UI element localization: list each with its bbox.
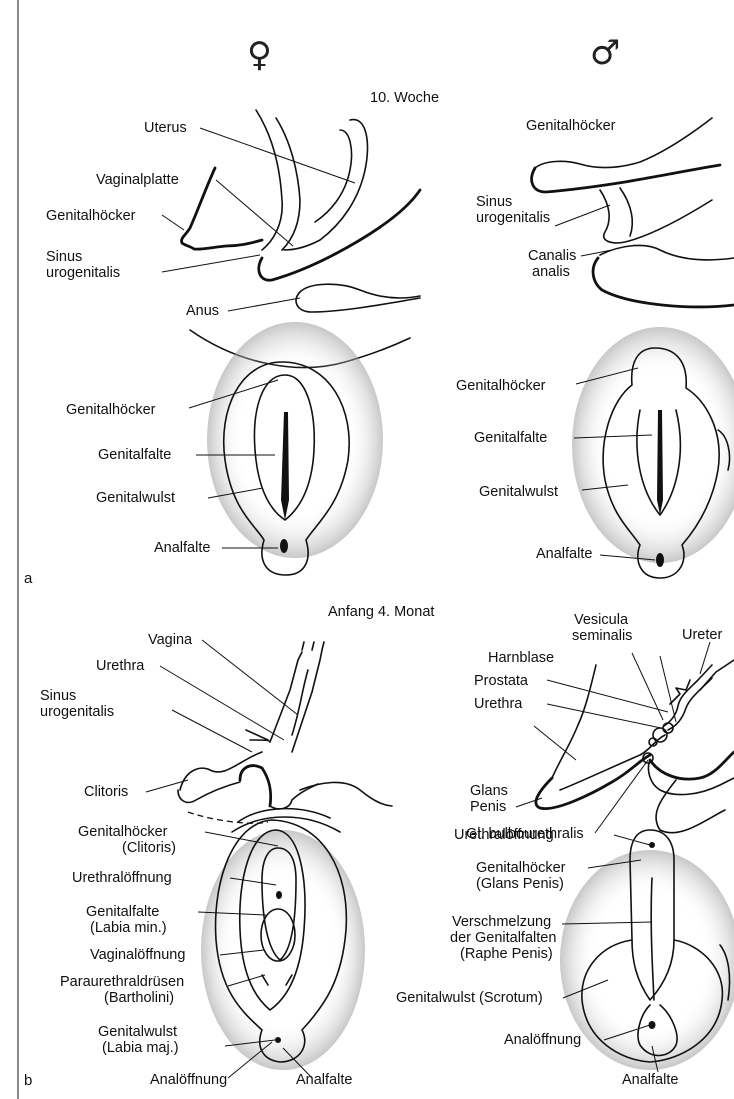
label-sinus-m4f-1: Sinus <box>40 688 76 704</box>
label-genitalfalte-w10me: Genitalfalte <box>474 430 547 446</box>
week10-female-external-drawing <box>190 322 410 575</box>
heading-10-woche: 10. Woche <box>370 90 439 106</box>
label-paraurethral-2: (Bartholini) <box>104 990 174 1006</box>
label-sinus-m4f-2: urogenitalis <box>40 704 114 720</box>
label-glans-1: Glans <box>470 783 508 799</box>
label-genitalfalte-m4fe-1: Genitalfalte <box>86 904 159 920</box>
label-sinus-w10m-2: urogenitalis <box>476 210 550 226</box>
label-vesicula-2: seminalis <box>572 628 632 644</box>
month4-female-external-drawing <box>201 809 365 1070</box>
label-vagina: Vagina <box>148 632 192 648</box>
label-genitalfalte-w10fe: Genitalfalte <box>98 447 171 463</box>
label-canalis-2: analis <box>532 264 570 280</box>
month4-male-sagittal-drawing <box>536 660 734 833</box>
label-analfalte-m4me: Analfalte <box>622 1072 678 1088</box>
label-urethraloeffnung-m4me: Urethralöffnung <box>454 827 554 843</box>
label-ureter: Ureter <box>682 627 722 643</box>
label-vaginalplatte: Vaginalplatte <box>96 172 179 188</box>
label-verschmelzung-3: (Raphe Penis) <box>460 946 553 962</box>
label-glans-2: Penis <box>470 799 506 815</box>
label-verschmelzung-1: Verschmelzung <box>452 914 551 930</box>
label-analfalte-m4fe: Analfalte <box>296 1072 352 1088</box>
label-analfalte-w10me: Analfalte <box>536 546 592 562</box>
label-genitalhoecker-m4fe-2: (Clitoris) <box>122 840 176 856</box>
label-verschmelzung-2: der Genitalfalten <box>450 930 556 946</box>
panel-label-a: a <box>24 570 32 587</box>
label-anus: Anus <box>186 303 219 319</box>
label-canalis-1: Canalis <box>528 248 576 264</box>
label-vesicula-1: Vesicula <box>574 612 628 628</box>
label-sinus-w10f-2: urogenitalis <box>46 265 120 281</box>
label-analoeffnung-m4me: Analöffnung <box>504 1032 581 1048</box>
male-symbol: ♂ <box>590 36 620 70</box>
label-urethraloeffnung-m4fe: Urethralöffnung <box>72 870 172 886</box>
label-genitalhoecker-m4me-2: (Glans Penis) <box>476 876 564 892</box>
heading-anfang-4-monat: Anfang 4. Monat <box>328 604 434 620</box>
label-genitalwulst-m4fe-2: (Labia maj.) <box>102 1040 179 1056</box>
month4-male-external-drawing <box>560 830 734 1070</box>
month4-female-sagittal-drawing <box>178 642 392 823</box>
label-analfalte-w10fe: Analfalte <box>154 540 210 556</box>
label-genitalhoecker-m4me-1: Genitalhöcker <box>476 860 565 876</box>
label-genitalhoecker-w10m: Genitalhöcker <box>526 118 615 134</box>
label-genitalhoecker-m4fe-1: Genitalhöcker <box>78 824 167 840</box>
label-genitalwulst-w10fe: Genitalwulst <box>96 490 175 506</box>
label-genitalhoecker-w10fe: Genitalhöcker <box>66 402 155 418</box>
week10-female-sagittal-drawing <box>182 110 420 312</box>
label-sinus-w10m-1: Sinus <box>476 194 512 210</box>
week10-male-external-drawing <box>572 327 734 578</box>
label-genitalwulst-scrotum: Genitalwulst (Scrotum) <box>396 990 543 1006</box>
label-uterus: Uterus <box>144 120 187 136</box>
female-symbol: ♀ <box>247 38 272 72</box>
label-paraurethral-1: Paraurethraldrüsen <box>60 974 184 990</box>
label-urethra-m4m: Urethra <box>474 696 522 712</box>
label-analoeffnung-m4fe: Analöffnung <box>150 1072 227 1088</box>
label-clitoris: Clitoris <box>84 784 128 800</box>
label-genitalwulst-w10me: Genitalwulst <box>479 484 558 500</box>
label-harnblase: Harnblase <box>488 650 554 666</box>
label-prostata: Prostata <box>474 673 528 689</box>
label-genitalhoecker-w10me: Genitalhöcker <box>456 378 545 394</box>
label-urethra-m4f: Urethra <box>96 658 144 674</box>
label-genitalhoecker-w10f: Genitalhöcker <box>46 208 135 224</box>
label-sinus-w10f-1: Sinus <box>46 249 82 265</box>
panel-label-b: b <box>24 1072 32 1089</box>
label-genitalfalte-m4fe-2: (Labia min.) <box>90 920 167 936</box>
label-genitalwulst-m4fe-1: Genitalwulst <box>98 1024 177 1040</box>
label-vaginaloeffnung: Vaginalöffnung <box>90 947 185 963</box>
